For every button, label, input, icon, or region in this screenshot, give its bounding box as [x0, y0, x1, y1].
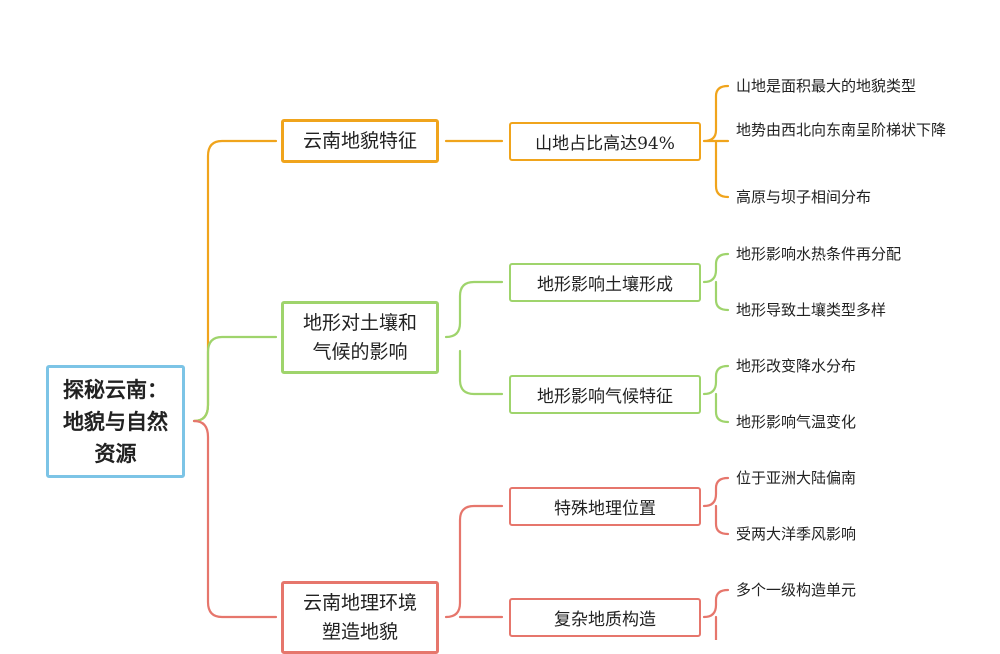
- subtopic-3-1: 特殊地理位置: [509, 487, 701, 526]
- branch-3-topic: 云南地理环境 塑造地貌: [281, 581, 439, 654]
- connector-root-to-branch-1: [192, 139, 278, 423]
- leaf-1-1-3: 高原与坝子相间分布: [736, 188, 872, 206]
- subtopic-1-1: 山地占比高达94%: [509, 122, 701, 161]
- leaf-2-1-1: 地形影响水热条件再分配: [736, 245, 902, 263]
- subtopic-2-1: 地形影响土壤形成: [509, 263, 701, 302]
- leaf-2-2-1: 地形改变降水分布: [736, 357, 857, 375]
- branch-1-topic: 云南地貌特征: [281, 119, 439, 163]
- leaf-2-1-2: 地形导致土壤类型多样: [736, 301, 887, 319]
- connector-branch-3-to-children: [444, 504, 504, 619]
- connector-root-to-branch-2: [192, 335, 278, 423]
- leaf-3-2-1: 多个一级构造单元: [736, 581, 857, 599]
- leaf-1-1-2: 地势由西北向东南呈阶梯状下降: [736, 121, 947, 139]
- connector-root-to-branch-3: [192, 419, 278, 619]
- bracket-child-2-1: [702, 252, 730, 312]
- leaf-2-2-2: 地形影响气温变化: [736, 413, 857, 431]
- subtopic-2-2: 地形影响气候特征: [509, 375, 701, 414]
- leaf-3-1-2: 受两大洋季风影响: [736, 525, 857, 543]
- bracket-child-2-2: [702, 364, 730, 424]
- leaf-3-1-1: 位于亚洲大陆偏南: [736, 469, 857, 487]
- connector-branch-2-to-children: [444, 280, 504, 396]
- mindmap-connectors: [192, 84, 730, 640]
- subtopic-3-2: 复杂地质构造: [509, 598, 701, 637]
- bracket-child-3-2: [702, 588, 730, 640]
- bracket-child-1-1: [702, 84, 730, 199]
- root-topic: 探秘云南： 地貌与自然 资源: [46, 365, 185, 478]
- branch-2-topic: 地形对土壤和 气候的影响: [281, 301, 439, 374]
- leaf-1-1-1: 山地是面积最大的地貌类型: [736, 77, 917, 95]
- bracket-child-3-1: [702, 476, 730, 536]
